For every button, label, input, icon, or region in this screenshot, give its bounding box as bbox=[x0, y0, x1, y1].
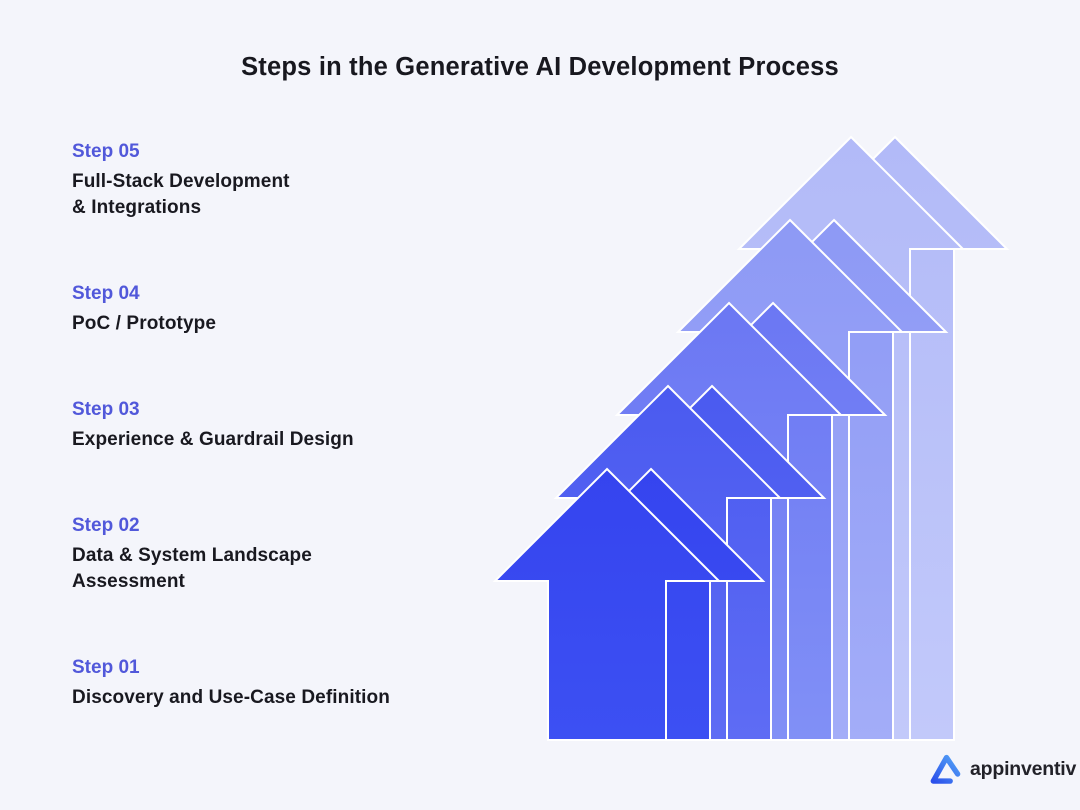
step-label: Step 03 bbox=[72, 399, 140, 420]
step-title-line: PoC / Prototype bbox=[72, 313, 217, 334]
appinventiv-a-icon bbox=[930, 754, 961, 784]
step-label: Step 04 bbox=[72, 283, 140, 304]
step-item-05: Step 05 Full-Stack Development & Integra… bbox=[72, 140, 290, 221]
step-label: Step 05 bbox=[72, 141, 140, 162]
page-title: Steps in the Generative AI Development P… bbox=[241, 53, 839, 81]
brand-name: appinventiv bbox=[970, 757, 1077, 780]
step-title-line: Full-Stack Development bbox=[72, 171, 290, 192]
step-title: Full-Stack Development & Integrations bbox=[72, 169, 290, 221]
appinventiv-logo: appinventiv bbox=[930, 751, 1076, 787]
arrow-step1 bbox=[492, 467, 722, 741]
step-item-02: Step 02 Data & System Landscape Assessme… bbox=[72, 514, 312, 595]
step-title-line: Data & System Landscape bbox=[72, 545, 312, 566]
step-label: Step 02 bbox=[72, 515, 140, 536]
step-item-03: Step 03 Experience & Guardrail Design bbox=[72, 398, 354, 453]
step-label: Step 01 bbox=[72, 657, 140, 678]
step-title-line: Assessment bbox=[72, 571, 185, 592]
step-title-line: Discovery and Use-Case Definition bbox=[72, 687, 390, 708]
step-title: Discovery and Use-Case Definition bbox=[72, 685, 390, 711]
step-item-01: Step 01 Discovery and Use-Case Definitio… bbox=[72, 656, 390, 711]
step-title: Experience & Guardrail Design bbox=[72, 427, 354, 453]
step-title-line: & Integrations bbox=[72, 197, 202, 218]
step-title: Data & System Landscape Assessment bbox=[72, 543, 312, 595]
step-item-04: Step 04 PoC / Prototype bbox=[72, 282, 216, 337]
step-title-line: Experience & Guardrail Design bbox=[72, 429, 354, 450]
step-title: PoC / Prototype bbox=[72, 311, 216, 337]
